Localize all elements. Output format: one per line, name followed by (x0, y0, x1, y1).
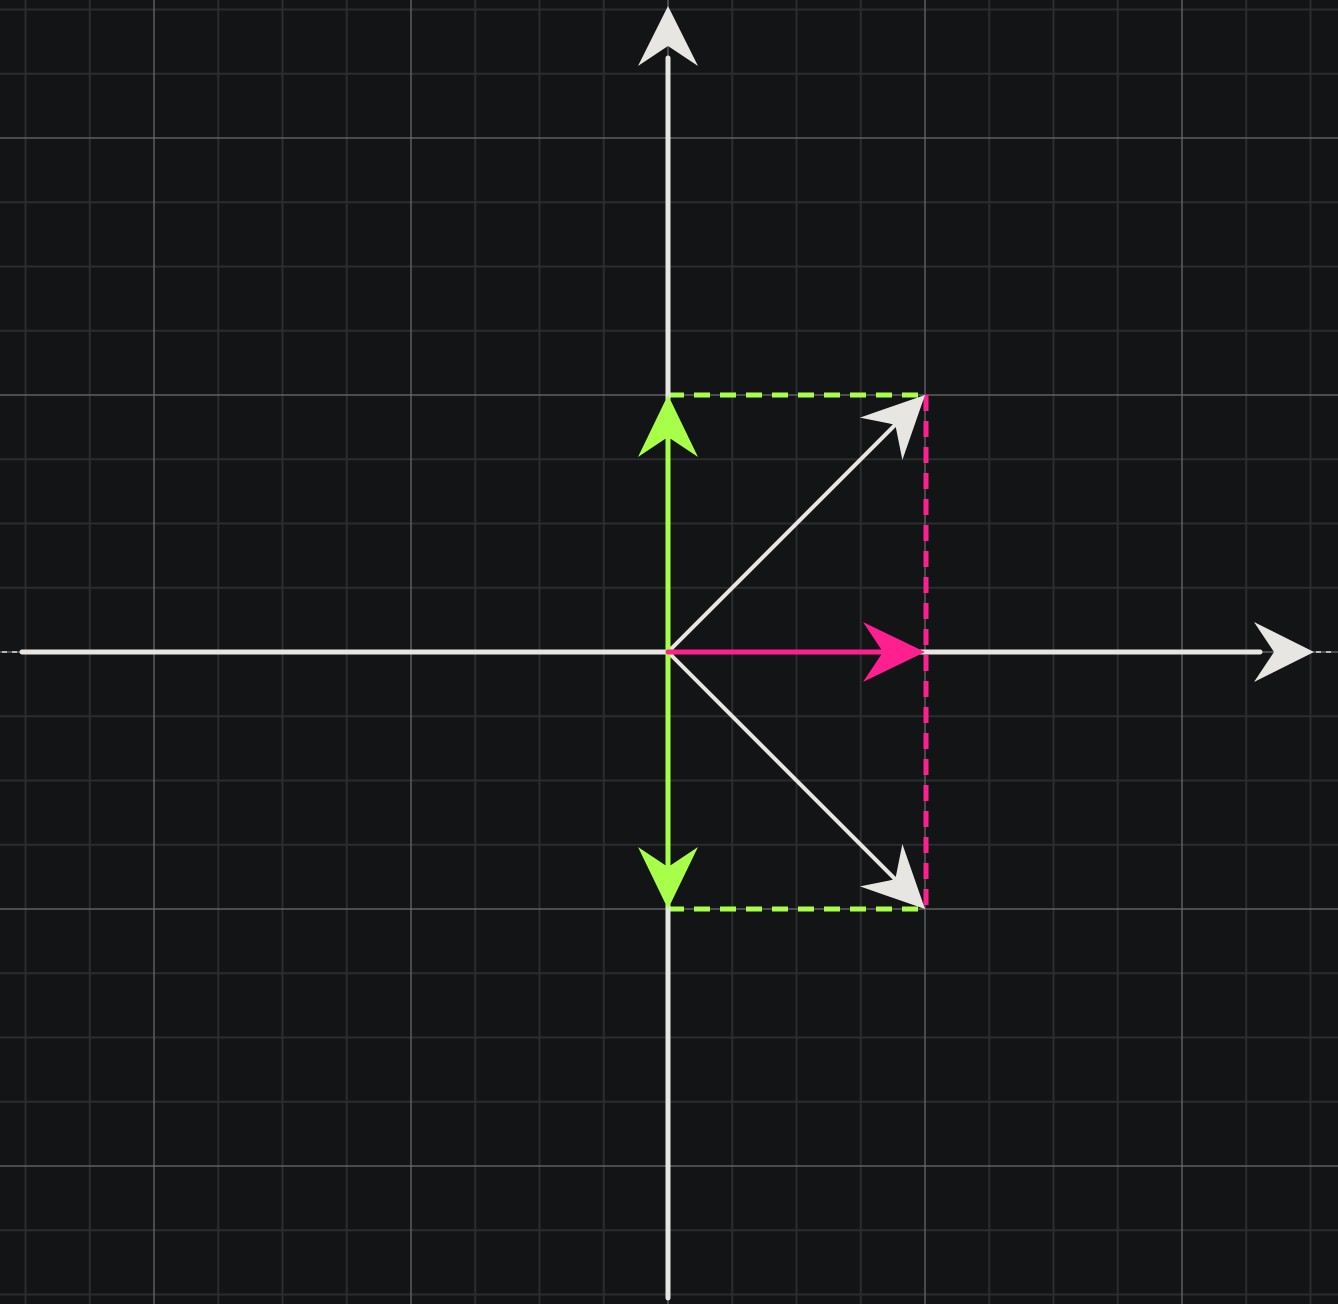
horizontal-component-arrowhead (863, 622, 925, 682)
resultant-vector-lower-arrowhead (859, 843, 925, 909)
vectors (638, 395, 925, 909)
resultant-vector-upper-shaft (666, 414, 906, 654)
resultant-vector-lower-shaft (666, 650, 906, 890)
vertical-component-up-arrowhead (638, 395, 698, 457)
y-axis-arrowhead (638, 6, 698, 66)
projection-lines (668, 392, 929, 912)
x-axis-arrowhead (1254, 622, 1314, 682)
resultant-vector-upper-arrowhead (859, 395, 925, 461)
vertical-component-down-arrowhead (638, 847, 698, 909)
